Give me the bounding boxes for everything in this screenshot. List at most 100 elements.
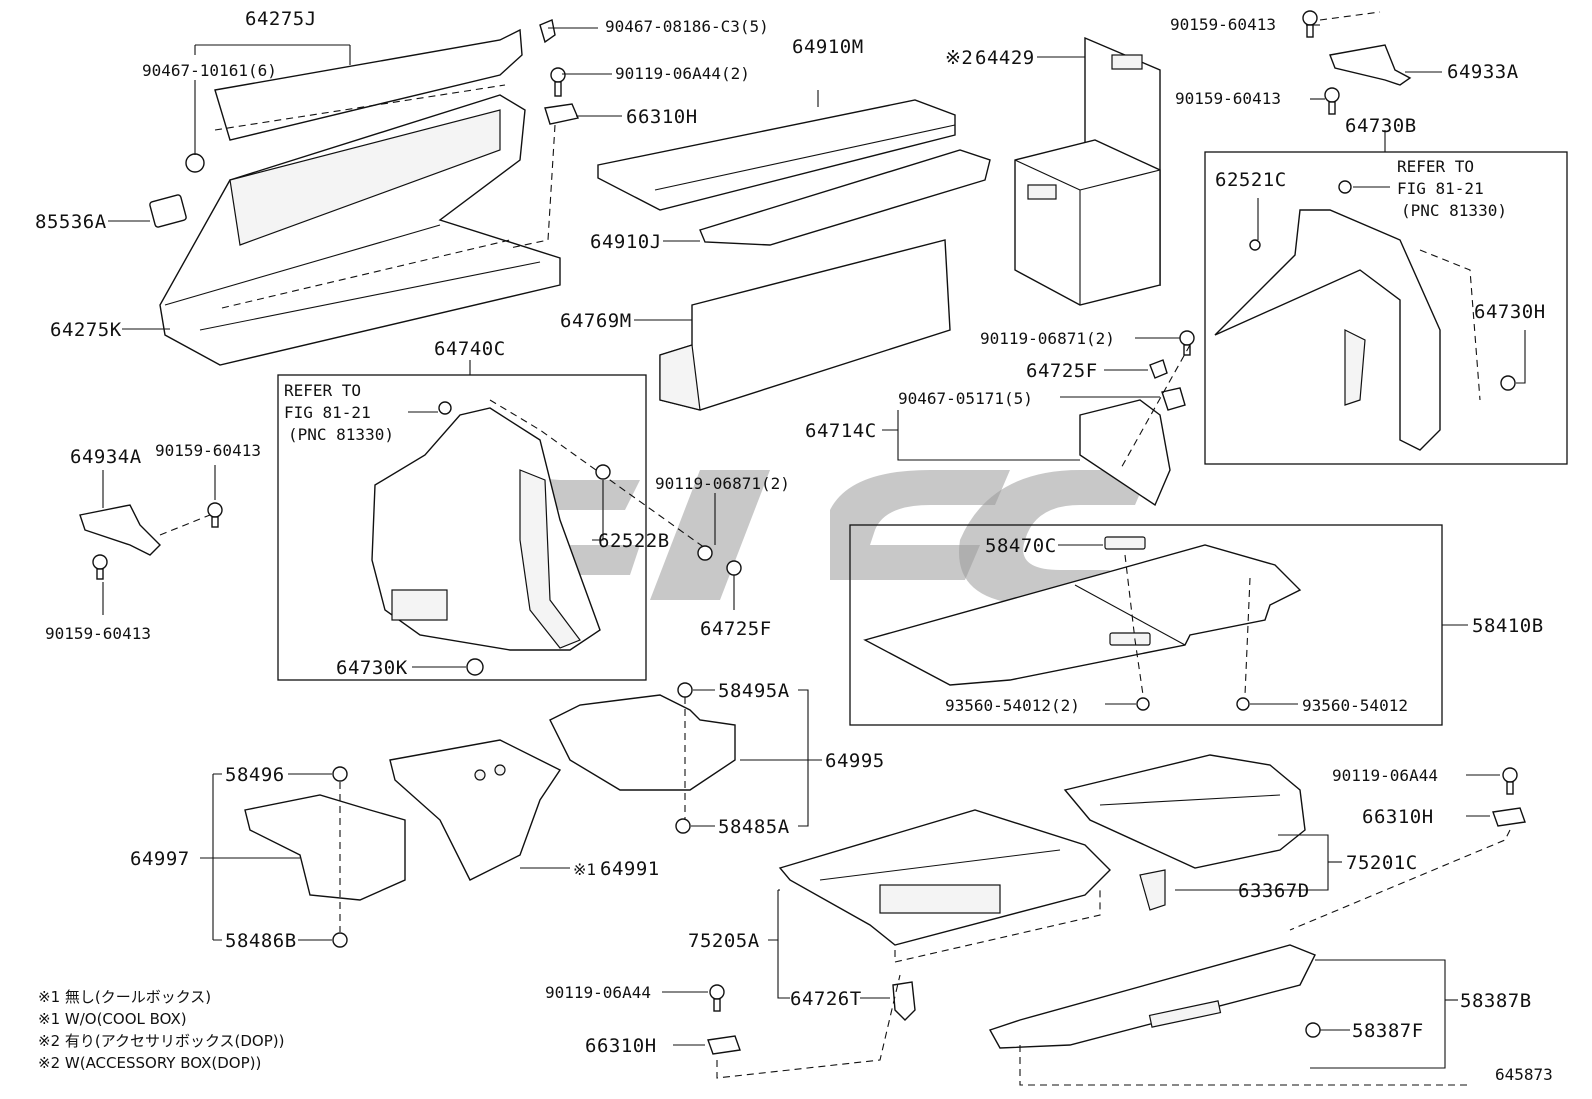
label-58485A: 58485A [718,816,790,838]
clip-64725F-b [726,560,742,610]
footnote-2-ja: ※2 有り(アクセサリボックス(DOP)) [38,1032,285,1050]
part-64275J [214,28,523,141]
label-93560-54012-2: 93560-54012(2) [945,696,1080,715]
clip-90467-05171 [1161,387,1186,411]
refer-left-line-3: (PNC 81330) [288,425,394,444]
label-58410B: 58410B [1472,615,1544,637]
part-64934A [79,502,223,580]
part-labels: 64275J 90467-10161(6) 90467-08186-C3(5) … [35,8,1546,1057]
label-64726T: 64726T [790,988,862,1010]
label-64769M: 64769M [560,310,632,332]
refer-note-left: REFER TO FIG 81-21 (PNC 81330) [284,381,394,444]
nut-66310H-bl [707,1035,741,1055]
label-64995: 64995 [825,750,885,772]
label-64991-mark: ※1 [573,860,596,879]
label-64429: 64429 [975,47,1035,69]
label-64275J: 64275J [245,8,317,30]
label-90119-06A44-bl: 90119-06A44 [545,983,651,1002]
label-90467-10161: 90467-10161(6) [142,61,277,80]
label-66310H-bl: 66310H [585,1035,657,1057]
bolt-90119-06871-b [697,545,713,561]
refer-left-line-1: REFER TO [284,381,361,400]
label-64714C: 64714C [805,420,877,442]
bolt-90119-06A44-bl [709,984,725,1012]
refer-right-line-1: REFER TO [1397,157,1474,176]
label-58495A: 58495A [718,680,790,702]
label-93560-54012: 93560-54012 [1302,696,1408,715]
label-64275K: 64275K [50,319,122,341]
part-64769M [659,239,951,411]
label-58470C: 58470C [985,535,1057,557]
label-90119-06A44-2: 90119-06A44(2) [615,64,750,83]
part-64910J [699,149,991,246]
part-64933A [1302,10,1412,115]
label-64730H: 64730H [1474,301,1546,323]
label-66310H-r: 66310H [1362,806,1434,828]
label-64730B: 64730B [1345,115,1417,137]
clip-64725F-a [1149,359,1168,379]
clip-90467-10161 [185,153,205,173]
part-64275K [159,94,561,366]
label-90159-60413-c: 90159-60413 [155,441,261,460]
bolt-90119-06A44-r [1502,767,1518,795]
refer-right-line-3: (PNC 81330) [1401,201,1507,220]
part-85536A [149,194,187,228]
refer-right-line-2: FIG 81-21 [1397,179,1484,198]
part-64997 [244,766,406,948]
part-64910M [597,99,956,211]
part-64740C [371,401,601,676]
label-64934A: 64934A [70,446,142,468]
label-64429-mark: ※2 [945,47,973,69]
label-90159-60413-b: 90159-60413 [1175,89,1281,108]
label-62522B: 62522B [598,530,670,552]
label-90119-06871-a: 90119-06871(2) [980,329,1115,348]
clip-64726T [892,981,916,1021]
footnote-1-en: ※1 W/O(COOL BOX) [38,1010,187,1028]
part-64991 [389,739,562,881]
label-64910J: 64910J [590,231,662,253]
label-64725F-a: 64725F [1026,360,1098,382]
part-64730B [1214,180,1516,451]
part-75205A [778,809,1111,946]
label-64725F-b: 64725F [700,618,772,640]
part-75201C [1063,754,1306,911]
label-90467-05171: 90467-05171(5) [898,389,1033,408]
group-box-64730B [1204,151,1568,465]
group-box-64740C [277,374,647,681]
footnotes: ※1 無し(クールボックス) ※1 W/O(COOL BOX) ※2 有り(アク… [38,988,285,1072]
label-64997: 64997 [130,848,190,870]
label-64910M: 64910M [792,36,864,58]
part-58387B [988,944,1321,1049]
nut-66310H-r [1492,807,1526,827]
label-90159-60413-d: 90159-60413 [45,624,151,643]
label-58496: 58496 [225,764,285,786]
part-64995 [549,682,736,834]
refer-left-line-2: FIG 81-21 [284,403,371,422]
label-64740C: 64740C [434,338,506,360]
label-90159-60413-a: 90159-60413 [1170,15,1276,34]
watermark-logo [445,470,1150,605]
nut-66310H-top [544,103,579,125]
part-64429 [1014,36,1161,306]
label-58387F: 58387F [1352,1020,1424,1042]
label-58387B: 58387B [1460,990,1532,1012]
label-90467-08186: 90467-08186-C3(5) [605,17,769,36]
refer-note-right: REFER TO FIG 81-21 (PNC 81330) [1397,157,1507,220]
label-75205A: 75205A [688,930,760,952]
part-58410B [863,536,1302,711]
clip-62522B [595,464,611,480]
part-64714C [1079,399,1171,507]
diagram-id: 645873 [1495,1065,1553,1084]
footnote-2-en: ※2 W(ACCESSORY BOX(DOP)) [38,1054,261,1072]
label-66310H-top: 66310H [626,106,698,128]
label-64933A: 64933A [1447,61,1519,83]
label-75201C: 75201C [1346,852,1418,874]
footnote-1-ja: ※1 無し(クールボックス) [38,988,211,1006]
label-58486B: 58486B [225,930,297,952]
label-63367D: 63367D [1238,880,1310,902]
label-64991: 64991 [600,858,660,880]
label-62521C: 62521C [1215,169,1287,191]
label-85536A: 85536A [35,211,107,233]
clip-90467-08186 [539,19,556,44]
